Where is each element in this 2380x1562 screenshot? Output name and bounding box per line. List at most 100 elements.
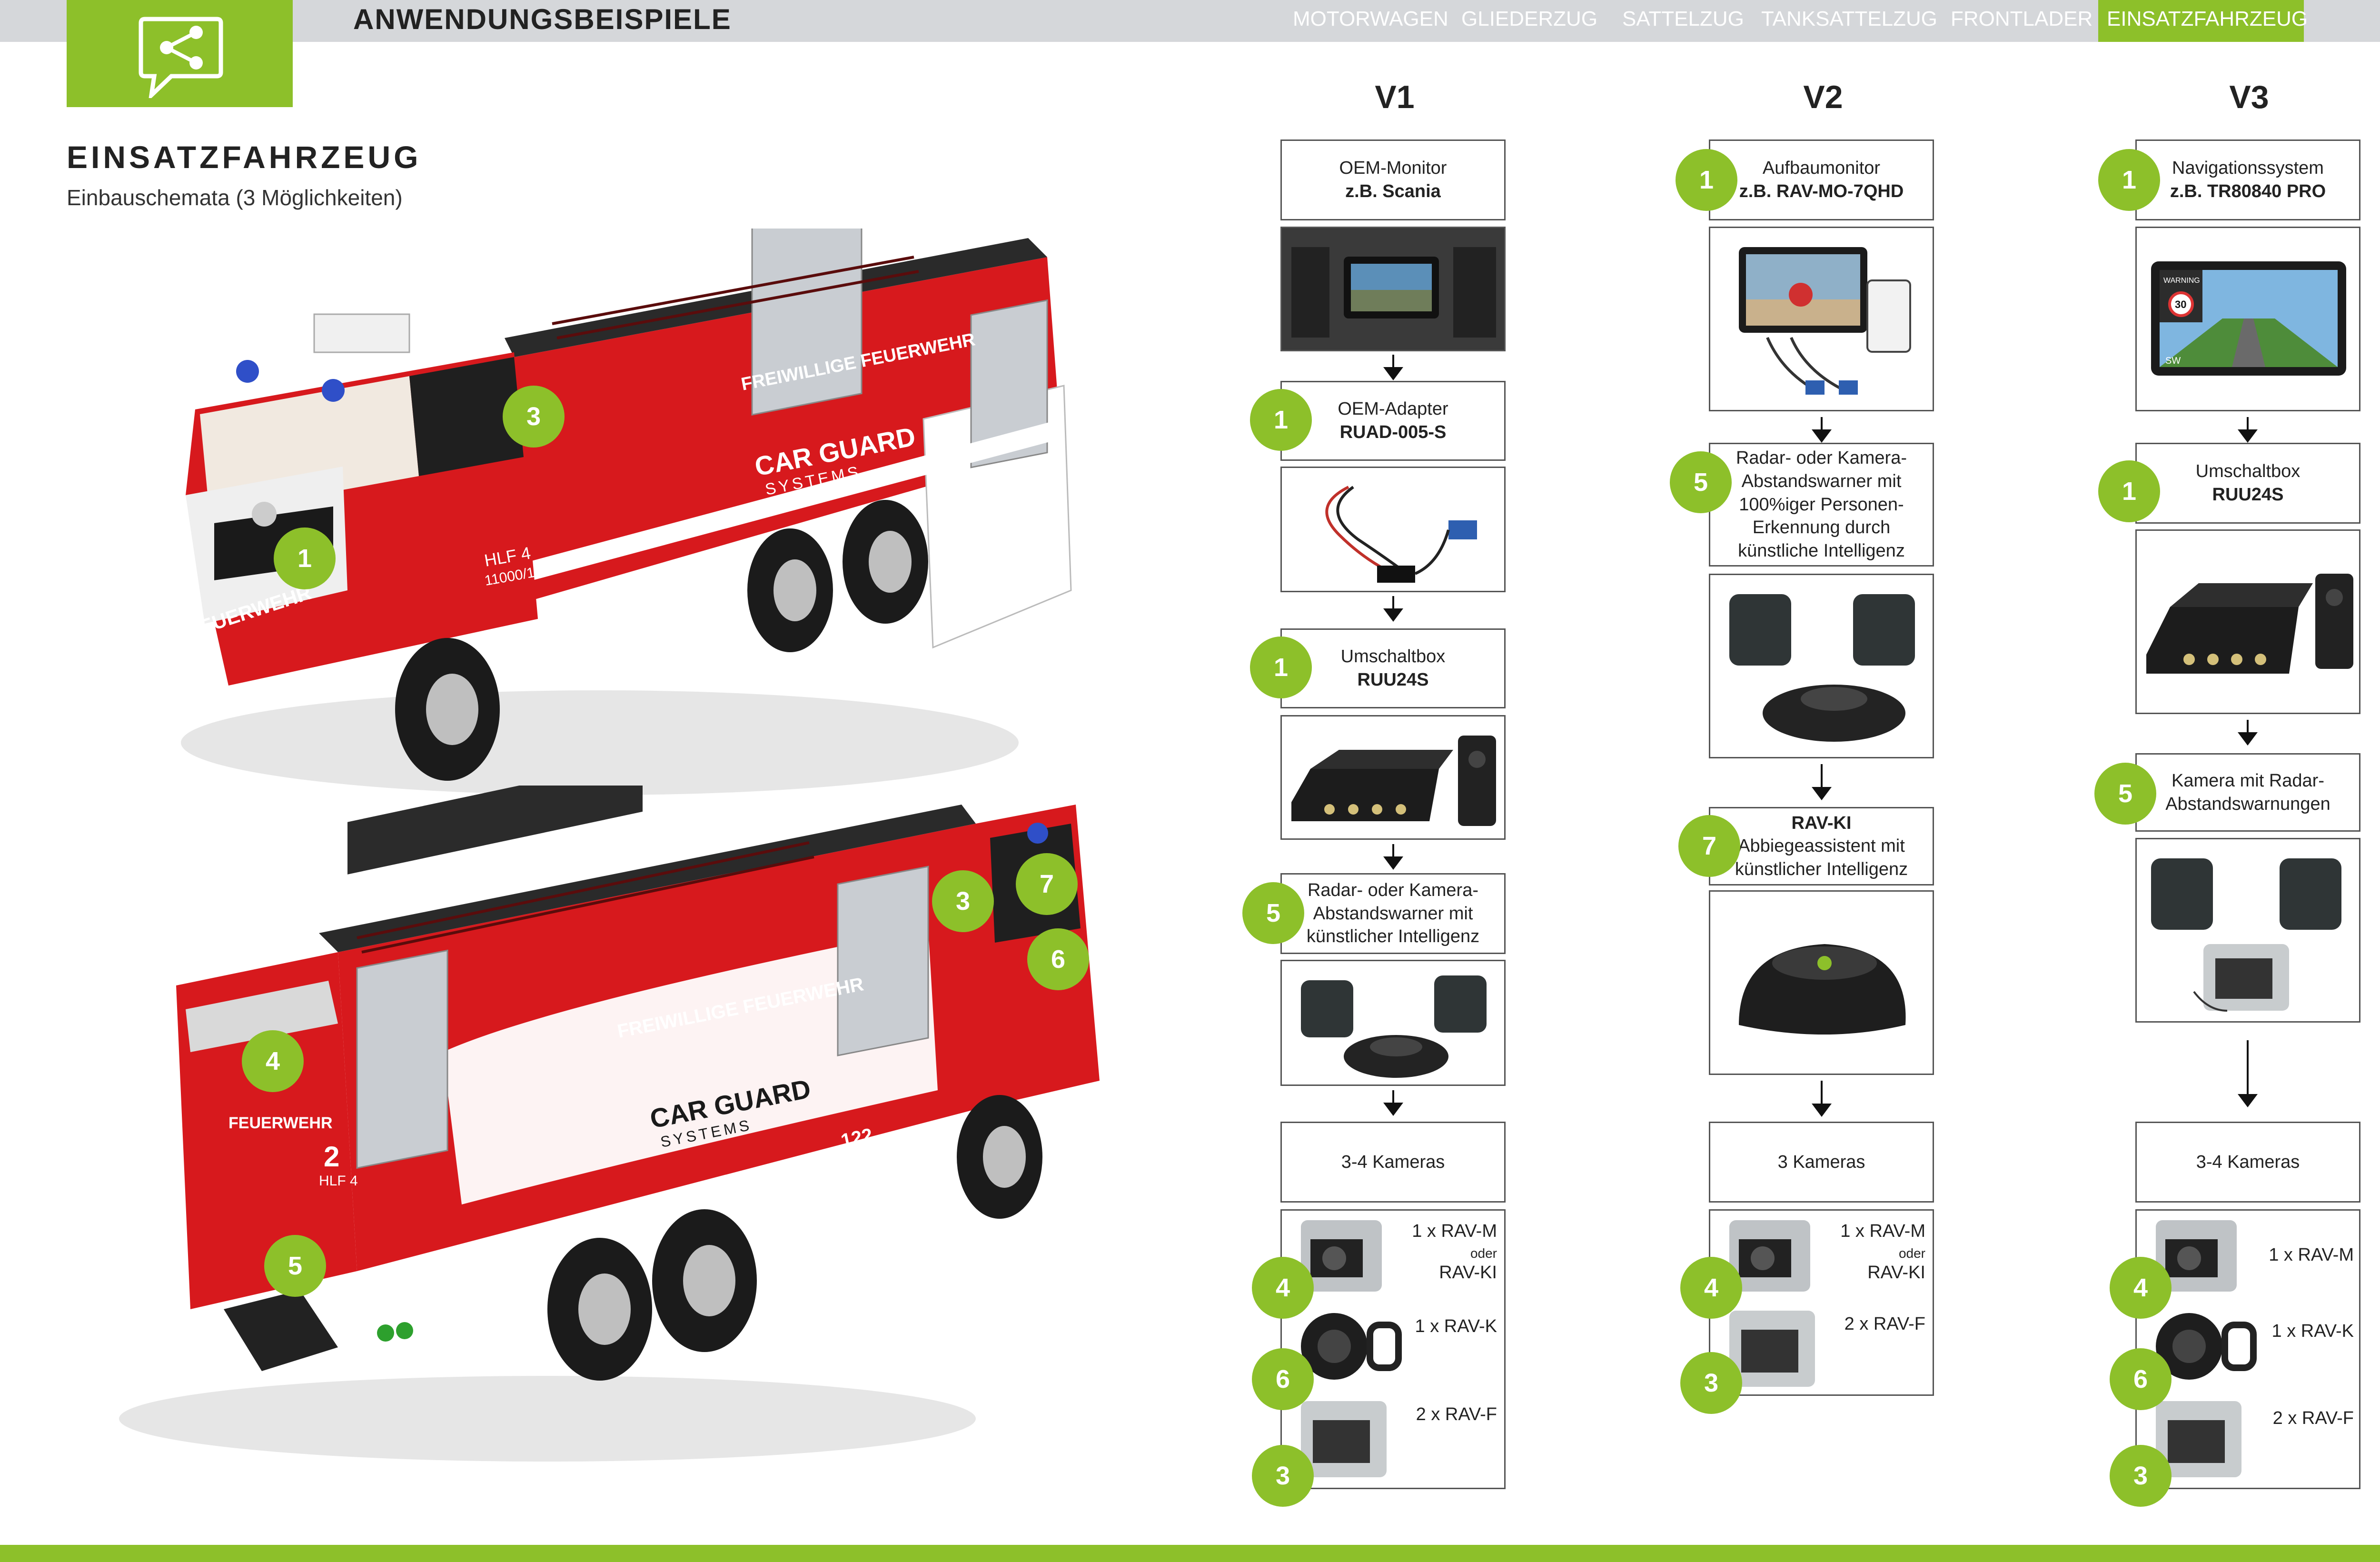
v3-box3-line1: Kamera mit Radar- xyxy=(2172,770,2324,791)
v1-oem-monitor-image xyxy=(1280,227,1506,351)
truck-bottom-badge-3: 3 xyxy=(932,870,994,932)
v2-box4-label: 3 Kameras xyxy=(1777,1152,1865,1172)
v3-box3-line2: Abstandswarnungen xyxy=(2165,794,2330,814)
v2-box3-line3: künstlicher Intelligenz xyxy=(1735,859,1908,879)
v3-arrow-3 xyxy=(2238,1040,2258,1107)
v2-ravki-image xyxy=(1709,890,1934,1075)
switch-box-icon xyxy=(2146,574,2353,674)
fire-truck-rear-view: FREIWILLIGE FEUERWEHR CAR GUARD SYSTEMS … xyxy=(119,786,1100,1462)
v2-cam1-model-alt: RAV-KI xyxy=(1867,1263,1925,1283)
truck-top-badge-3: 3 xyxy=(503,386,565,448)
v3-cam3-label: 2 x RAV-F xyxy=(2272,1408,2354,1428)
v3-badge-cam-6: 6 xyxy=(2110,1348,2172,1410)
v1-kameras-box: 3-4 Kameras xyxy=(1280,1122,1506,1203)
share-speech-bubble-icon xyxy=(139,17,223,98)
v3-badge-navigation: 1 xyxy=(2098,149,2160,211)
v3-navigation-box: Navigationssystem z.B. TR80840 PRO xyxy=(2135,139,2360,220)
switch-box-icon xyxy=(1291,736,1496,826)
v1-box5-label: 3-4 Kameras xyxy=(1341,1152,1445,1172)
v2-badge-ravki: 7 xyxy=(1678,815,1740,877)
v3-kameras-box: 3-4 Kameras xyxy=(2135,1122,2360,1203)
nav-einsatzfahrzeug[interactable]: EINSATZFAHRZEUG xyxy=(2098,0,2308,42)
nav-tanksattelzug[interactable]: TANKSATTELZUG xyxy=(1761,7,1937,30)
v1-cam1-model-alt: RAV-KI xyxy=(1439,1263,1497,1283)
v1-box3-label: Umschaltbox xyxy=(1340,647,1446,667)
truck-rear-model: HLF 4 xyxy=(319,1173,358,1189)
truck-bottom-badge-6: 6 xyxy=(1027,928,1089,990)
v1-heading: V1 xyxy=(1375,79,1415,115)
v3-cam1-label: 1 x RAV-M xyxy=(2269,1245,2354,1265)
v2-badge-radar: 5 xyxy=(1670,451,1732,513)
v1-umschaltbox-box: Umschaltbox RUU24S xyxy=(1280,628,1506,708)
v1-box3-model: RUU24S xyxy=(1357,670,1429,690)
v3-box2-model: RUU24S xyxy=(2212,485,2284,505)
v2-radar-image xyxy=(1709,574,1934,758)
v2-box2-line1: Radar- oder Kamera- xyxy=(1735,448,1907,468)
bottom-accent-bar xyxy=(0,1545,2380,1562)
v3-kamera-radar-image xyxy=(2135,838,2360,1023)
v1-oem-adapter-box: OEM-Adapter RUAD-005-S xyxy=(1280,381,1506,461)
v2-badge-cam-3: 3 xyxy=(1680,1352,1742,1414)
v3-arrow-2 xyxy=(2238,720,2258,746)
v1-arrow-4 xyxy=(1383,1090,1403,1116)
page-title: EINSATZFAHRZEUG xyxy=(67,139,422,175)
v3-kamera-radar-box: Kamera mit Radar- Abstandswarnungen xyxy=(2135,753,2360,832)
v3-umschaltbox-image xyxy=(2135,529,2360,714)
v2-arrow-2 xyxy=(1812,764,1832,800)
v1-arrow-1 xyxy=(1383,355,1403,380)
v1-cam1-label: 1 x RAV-M oder RAV-KI xyxy=(1371,1221,1497,1283)
v3-box1-label: Navigationssystem xyxy=(2172,158,2324,179)
v1-badge-cam-6: 6 xyxy=(1252,1348,1314,1410)
v1-cam3-label: 2 x RAV-F xyxy=(1416,1404,1497,1424)
nav-frontlader[interactable]: FRONTLADER xyxy=(1951,7,2093,30)
v1-badge-radar: 5 xyxy=(1242,882,1304,944)
cameras-icon xyxy=(1729,1220,1815,1387)
v2-monitor-image xyxy=(1709,227,1934,411)
v3-arrow-1 xyxy=(2238,417,2258,443)
v3-cameras-image xyxy=(2135,1209,2360,1489)
v3-box4-label: 3-4 Kameras xyxy=(2196,1152,2300,1172)
v2-arrow-1 xyxy=(1812,417,1832,443)
radar-camera-icon xyxy=(2151,858,2341,1012)
v2-badge-monitor: 1 xyxy=(1676,149,1737,211)
v3-box1-model: z.B. TR80840 PRO xyxy=(2170,181,2326,201)
fire-truck-front-view: FREIWILLIGE FEUERWEHR CAR GUARD SYSTEMS … xyxy=(181,229,1072,795)
monitor-kit-icon xyxy=(1739,247,1911,395)
nav-screen-heading: SW xyxy=(2165,356,2181,366)
v2-cam1-label: 1 x RAV-M oder RAV-KI xyxy=(1799,1221,1925,1283)
v2-cam2-label: 2 x RAV-F xyxy=(1844,1314,1925,1334)
v3-heading: V3 xyxy=(2229,79,2269,115)
top-bar xyxy=(0,0,2380,42)
nav-motorwagen[interactable]: MOTORWAGEN xyxy=(1293,7,1448,30)
v1-badge-cam-4: 4 xyxy=(1252,1257,1314,1319)
cameras-icon xyxy=(1301,1220,1402,1477)
v3-cam2-label: 1 x RAV-K xyxy=(2271,1321,2354,1341)
ai-camera-icon xyxy=(1739,944,1906,1035)
v1-box4-line1: Radar- oder Kamera- xyxy=(1307,880,1479,901)
v3-box2-label: Umschaltbox xyxy=(2195,461,2301,482)
v2-box3-line2: Abbiegeassistent mit xyxy=(1738,836,1905,856)
v1-badge-cam-3: 3 xyxy=(1252,1445,1314,1507)
v1-arrow-3 xyxy=(1383,844,1403,870)
truck-top-badge-1: 1 xyxy=(274,527,336,589)
section-title: ANWENDUNGSBEISPIELE xyxy=(353,3,732,35)
v2-cam1-or: oder xyxy=(1898,1245,1925,1261)
v1-oem-adapter-image xyxy=(1280,467,1506,592)
v1-cam2-label: 1 x RAV-K xyxy=(1415,1316,1497,1336)
v1-arrow-2 xyxy=(1383,596,1403,622)
page-subtitle: Einbauschemata (3 Möglichkeiten) xyxy=(67,185,403,210)
nav-gliederzug[interactable]: GLIEDERZUG xyxy=(1461,7,1598,30)
cameras-icon xyxy=(2156,1220,2257,1477)
dashboard-monitor-icon xyxy=(1282,228,1504,350)
v1-cam1-model: 1 x RAV-M xyxy=(1412,1221,1497,1241)
v2-box3-model: RAV-KI xyxy=(1791,813,1852,833)
v2-radar-box: Radar- oder Kamera- Abstandswarner mit 1… xyxy=(1709,443,1934,567)
nav-sattelzug[interactable]: SATTELZUG xyxy=(1622,7,1744,30)
v3-umschaltbox-box: Umschaltbox RUU24S xyxy=(2135,443,2360,524)
v2-cam1-model: 1 x RAV-M xyxy=(1840,1221,1925,1241)
nav-screen-speed: 30 xyxy=(2175,298,2186,310)
v3-badge-kamera-radar: 5 xyxy=(2094,763,2156,825)
v1-cameras-image xyxy=(1280,1209,1506,1489)
v1-radar-image xyxy=(1280,960,1506,1086)
v2-heading: V2 xyxy=(1803,79,1843,115)
